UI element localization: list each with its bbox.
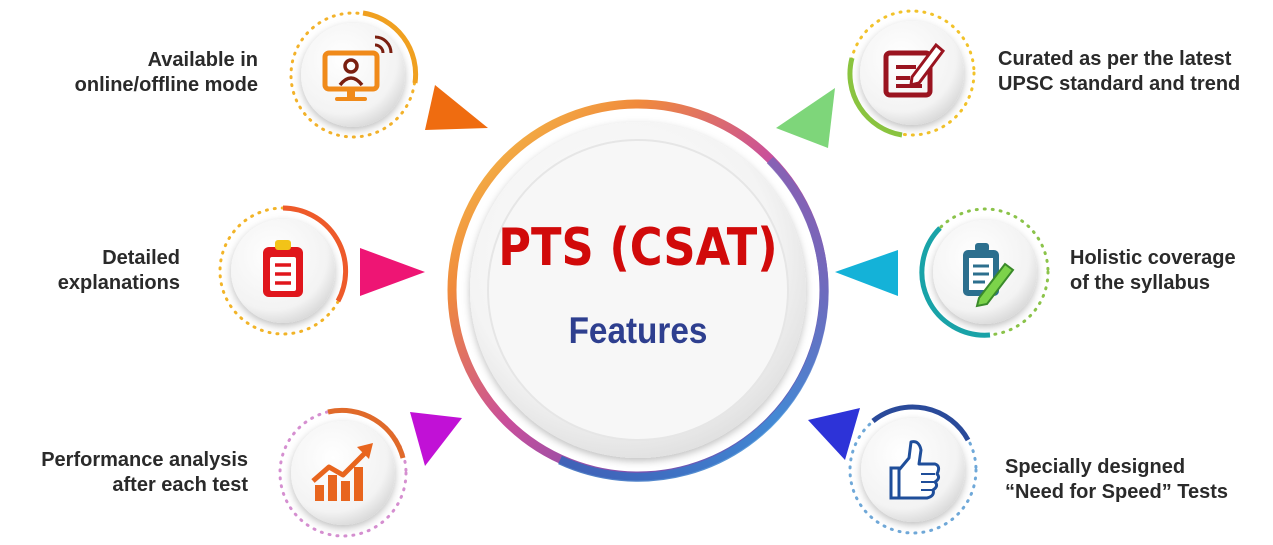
- pointer-arrow-online: [425, 85, 488, 130]
- feature-badge-upsc: [847, 9, 976, 138]
- clipboard-icon: [263, 240, 303, 297]
- feature-label-line: Performance analysis: [41, 449, 248, 471]
- feature-label-speed: Specially designed “Need for Speed” Test…: [1005, 455, 1271, 505]
- pointer-arrow-syllabus: [835, 250, 898, 296]
- central-circle: [447, 99, 829, 482]
- feature-label-line: Available in: [147, 49, 258, 71]
- thumbs-up-icon: [889, 440, 941, 500]
- pointer-arrow-speed: [808, 408, 860, 460]
- feature-label-online: Available in online/offline mode: [40, 48, 258, 98]
- feature-label-line: UPSC standard and trend: [998, 73, 1241, 95]
- clipboard-pen-icon: [963, 243, 1015, 308]
- feature-badge-speed: [848, 404, 978, 535]
- pointer-arrow-upsc: [776, 88, 835, 148]
- pointer-arrow-performance: [410, 412, 462, 466]
- feature-label-line: of the syllabus: [1070, 272, 1211, 294]
- feature-badge-performance: [278, 407, 408, 538]
- feature-label-line: “Need for Speed” Tests: [1005, 481, 1229, 503]
- diagram-title: PTS (CSAT): [498, 218, 778, 278]
- feature-label-line: Holistic coverage: [1070, 247, 1236, 269]
- feature-label-performance: Performance analysis after each test: [4, 448, 248, 498]
- diagram-subtitle: Features: [568, 310, 708, 351]
- feature-label-line: after each test: [112, 474, 248, 496]
- feature-label-explanations: Detailed explanations: [40, 246, 180, 296]
- feature-badge-explanations: [218, 205, 349, 336]
- feature-label-line: Detailed: [102, 247, 180, 269]
- feature-label-syllabus: Holistic coverage of the syllabus: [1070, 246, 1270, 296]
- feature-label-line: online/offline mode: [74, 74, 258, 96]
- feature-label-line: Specially designed: [1005, 456, 1186, 478]
- monitor-user-icon: [322, 35, 393, 101]
- edit-document-icon: [883, 42, 946, 98]
- pointer-arrow-explanations: [360, 248, 425, 296]
- feature-label-line: Curated as per the latest: [998, 48, 1232, 70]
- growth-chart-icon: [311, 443, 373, 501]
- feature-badge-syllabus: [919, 207, 1050, 338]
- feature-badge-online: [289, 10, 419, 139]
- feature-label-upsc: Curated as per the latest UPSC standard …: [998, 47, 1270, 97]
- feature-label-line: explanations: [57, 272, 180, 294]
